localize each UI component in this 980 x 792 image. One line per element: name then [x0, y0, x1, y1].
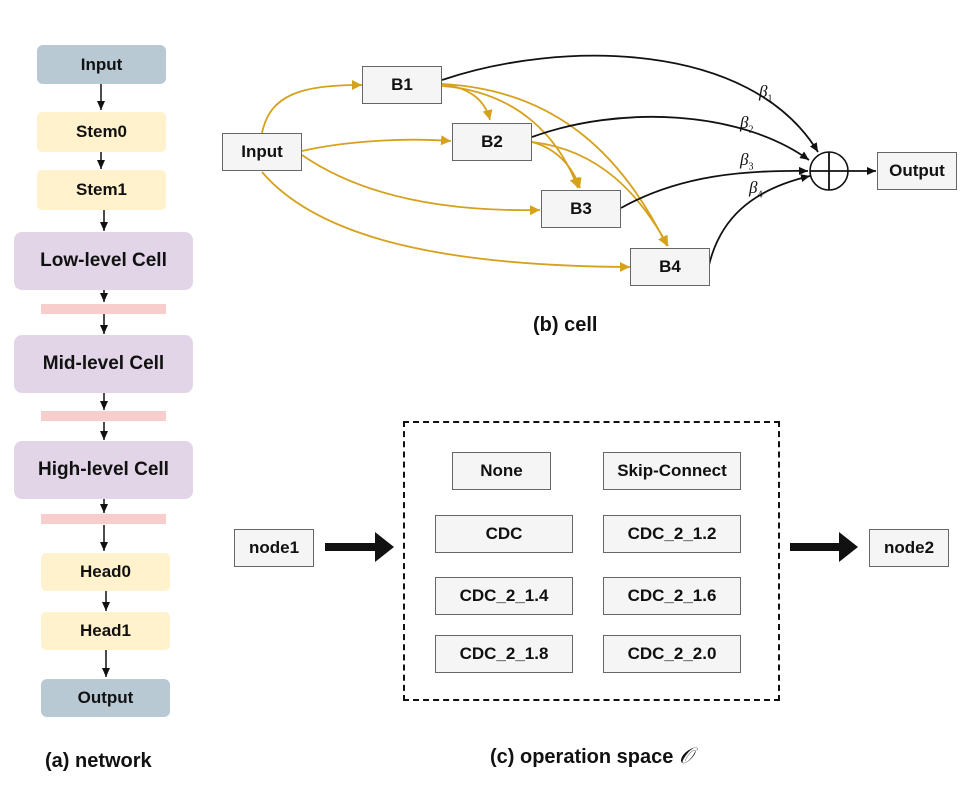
- beta-3-sub: 3: [748, 161, 754, 173]
- net-head1-box: Head1: [41, 612, 170, 650]
- op-skip-connect-box: Skip-Connect: [603, 452, 741, 490]
- net-output-box: Output: [41, 679, 170, 717]
- op-cdc-2-1-4-box: CDC_2_1.4: [435, 577, 573, 615]
- cell-b1-box: B1: [362, 66, 442, 104]
- edge-b1-b3: [441, 85, 580, 189]
- beta-1-label: β1: [759, 82, 772, 104]
- edge-input-b4: [261, 171, 631, 272]
- opspace-arrows: [325, 532, 858, 562]
- cell-output-box: Output: [877, 152, 957, 190]
- node1-box: node1: [234, 529, 314, 567]
- cell-b2-box: B2: [452, 123, 532, 161]
- arrow-ops-node2: [790, 532, 858, 562]
- op-cdc-2-2-0-box: CDC_2_2.0: [603, 635, 741, 673]
- beta-4-label: β4: [749, 178, 762, 200]
- net-stem1-box: Stem1: [37, 170, 166, 210]
- op-cdc-2-1-2-box: CDC_2_1.2: [603, 515, 741, 553]
- caption-operation-space-symbol: 𝒪: [678, 744, 693, 769]
- edge-b4-sum: [708, 174, 811, 266]
- node2-box: node2: [869, 529, 949, 567]
- edge-b1-b4: [441, 83, 668, 247]
- edge-input-b1: [261, 80, 363, 134]
- arrow-node1-ops: [325, 532, 394, 562]
- op-cdc-2-1-6-box: CDC_2_1.6: [603, 577, 741, 615]
- net-pink-bar-1: [41, 304, 166, 314]
- caption-cell: (b) cell: [533, 314, 598, 336]
- beta-3-symbol: β: [740, 150, 749, 169]
- edge-b2-sum: [531, 116, 810, 161]
- cell-input-box: Input: [222, 133, 302, 171]
- beta-1-sub: 1: [767, 93, 773, 105]
- op-cdc-box: CDC: [435, 515, 573, 553]
- beta-1-symbol: β: [759, 82, 768, 101]
- beta-3-label: β3: [740, 150, 753, 172]
- net-high-cell-box: High-level Cell: [14, 441, 193, 499]
- caption-operation-space: (c) operation space 𝒪: [490, 744, 693, 769]
- net-low-cell-box: Low-level Cell: [14, 232, 193, 290]
- op-cdc-2-1-8-box: CDC_2_1.8: [435, 635, 573, 673]
- beta-4-sub: 4: [757, 189, 763, 201]
- edge-input-b2: [301, 135, 452, 152]
- net-pink-bar-3: [41, 514, 166, 524]
- net-stem0-box: Stem0: [37, 112, 166, 152]
- cell-b4-box: B4: [630, 248, 710, 286]
- cell-b3-box: B3: [541, 190, 621, 228]
- op-none-box: None: [452, 452, 551, 490]
- beta-2-symbol: β: [740, 113, 749, 132]
- caption-operation-space-text: (c) operation space: [490, 746, 674, 768]
- caption-network: (a) network: [45, 750, 152, 772]
- beta-2-sub: 2: [748, 124, 754, 136]
- operation-space-frame: [403, 421, 780, 701]
- cell-black-edges: [441, 54, 876, 266]
- edge-b2-b3: [531, 141, 582, 189]
- edge-input-b3: [301, 154, 541, 216]
- network-arrows: [97, 84, 110, 677]
- net-input-box: Input: [37, 45, 166, 84]
- beta-4-symbol: β: [749, 178, 758, 197]
- net-head0-box: Head0: [41, 553, 170, 591]
- net-mid-cell-box: Mid-level Cell: [14, 335, 193, 393]
- beta-2-label: β2: [740, 113, 753, 135]
- cell-gold-edges: [261, 80, 669, 272]
- edge-b2-b4: [531, 141, 669, 247]
- net-pink-bar-2: [41, 411, 166, 421]
- edge-b3-sum: [620, 166, 809, 209]
- edge-b1-sum: [441, 54, 819, 153]
